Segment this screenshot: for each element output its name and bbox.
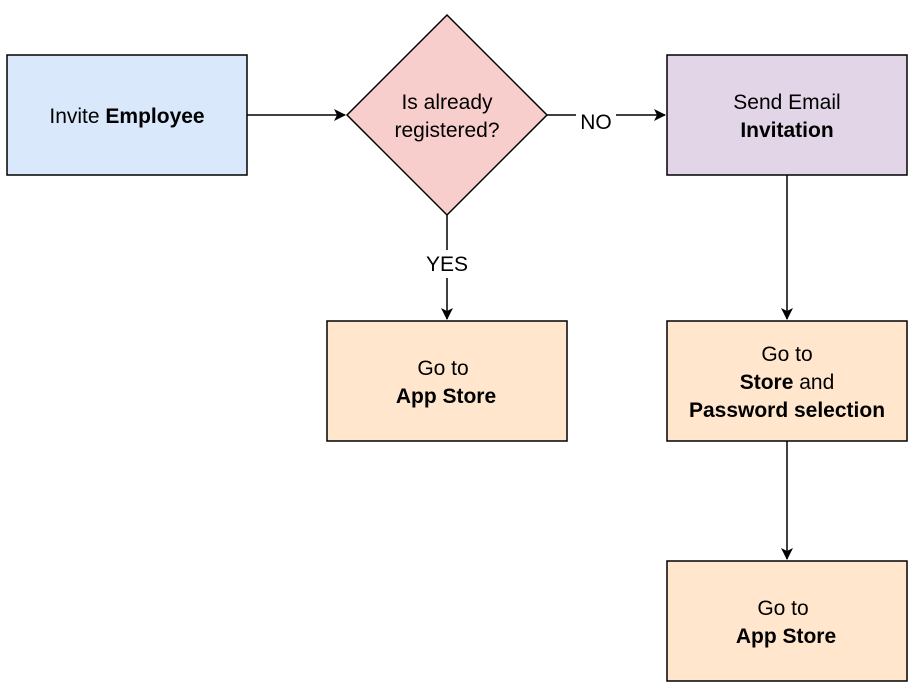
invite-label-part1: Invite [49, 105, 105, 128]
send-email-line2: Invitation [740, 119, 833, 142]
yes-label-bg [422, 250, 474, 278]
no-label-bg [576, 108, 616, 134]
decision-line2: registered? [394, 119, 499, 142]
store-password-line2-bold: Store [740, 371, 794, 394]
store-password-line2: Store and [740, 371, 835, 394]
app-store-left-box [326, 320, 568, 442]
decision-line1: Is already [401, 91, 493, 114]
app-store-bottom-line2: App Store [736, 625, 836, 648]
node-invite-employee: Invite Employee [6, 54, 248, 176]
invite-employee-box [6, 54, 248, 176]
node-send-email: Send Email Invitation [666, 54, 908, 176]
node-app-store-bottom: Go to App Store [666, 560, 908, 682]
yes-edge-label: YES [426, 253, 468, 276]
send-email-box [666, 54, 908, 176]
node-decision-registered: Is already registered? [345, 13, 549, 217]
invite-label-bold: Employee [105, 105, 204, 128]
app-store-bottom-box [666, 560, 908, 682]
store-password-line2-rest: and [793, 371, 834, 394]
app-store-bottom-line1: Go to [757, 597, 808, 620]
node-store-password: Go to Store and Password selection [666, 320, 908, 442]
store-password-line1: Go to [761, 343, 812, 366]
edges: NO YES [247, 108, 793, 560]
app-store-left-line2: App Store [396, 385, 496, 408]
node-app-store-left: Go to App Store [326, 320, 568, 442]
app-store-left-line1: Go to [417, 357, 468, 380]
decision-diamond [345, 13, 549, 217]
no-edge-label: NO [580, 111, 612, 134]
store-password-box [666, 320, 908, 442]
store-password-line3: Password selection [689, 399, 885, 422]
send-email-line1: Send Email [733, 91, 840, 114]
invite-employee-label: Invite Employee [49, 105, 204, 128]
